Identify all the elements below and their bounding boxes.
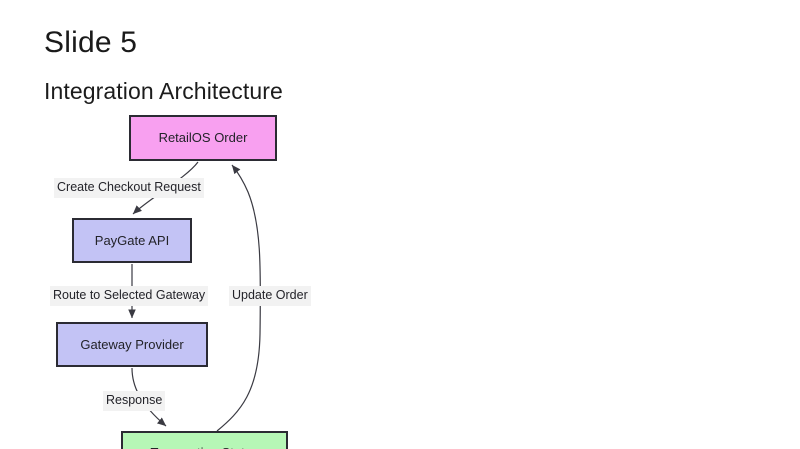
architecture-diagram: RetailOS Order PayGate API Gateway Provi… — [0, 104, 800, 449]
node-retailos-order[interactable]: RetailOS Order — [129, 115, 277, 161]
node-gateway-provider[interactable]: Gateway Provider — [56, 322, 208, 367]
edge-label-create-checkout-request: Create Checkout Request — [54, 178, 204, 198]
edge-label-route-to-selected-gateway: Route to Selected Gateway — [50, 286, 209, 306]
edge-label-response: Response — [103, 391, 166, 411]
edge-label-update-order: Update Order — [229, 286, 311, 306]
slide-subtitle: Integration Architecture — [44, 78, 283, 104]
slide-title: Slide 5 — [44, 26, 138, 59]
node-transaction-status[interactable]: Transaction Status — [121, 431, 288, 449]
node-paygate-api[interactable]: PayGate API — [72, 218, 192, 263]
node-label: Gateway Provider — [80, 336, 184, 352]
node-label: RetailOS Order — [158, 130, 248, 146]
node-label: PayGate API — [94, 232, 170, 248]
node-label: Transaction Status — [151, 445, 259, 449]
